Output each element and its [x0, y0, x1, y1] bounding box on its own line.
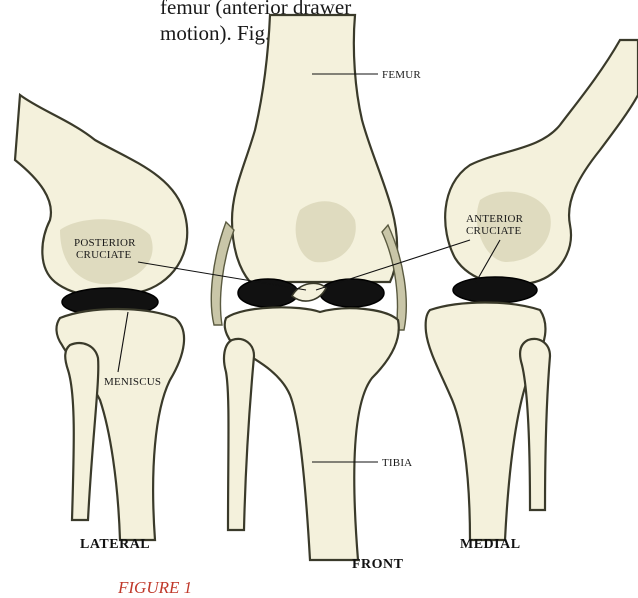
front-cruciate-ligament [292, 283, 326, 301]
front-knee-view [211, 15, 406, 560]
front-fibula [224, 339, 254, 530]
lateral-fibula [65, 343, 98, 520]
label-posterior-cruciate-line-2: CRUCIATE [76, 249, 131, 261]
label-anterior-cruciate-line-2: CRUCIATE [466, 225, 521, 237]
lateral-knee-view [15, 95, 187, 540]
label-tibia: TIBIA [382, 457, 412, 469]
front-meniscus-right [320, 279, 384, 307]
medial-meniscus [453, 277, 537, 303]
label-meniscus: MENISCUS [104, 376, 161, 388]
label-posterior-cruciate-line-1: POSTERIOR [74, 237, 136, 249]
front-medial-collateral [211, 222, 234, 325]
medial-fibula [520, 339, 550, 510]
view-label-lateral: LATERAL [80, 537, 150, 552]
label-femur: FEMUR [382, 69, 421, 81]
medial-knee-view [426, 40, 638, 540]
label-anterior-cruciate-line-1: ANTERIOR [466, 213, 524, 225]
figure-caption: FIGURE 1 [117, 578, 192, 597]
medial-femur [445, 40, 638, 285]
view-label-medial: MEDIAL [460, 537, 521, 552]
view-label-front: FRONT [352, 557, 404, 572]
